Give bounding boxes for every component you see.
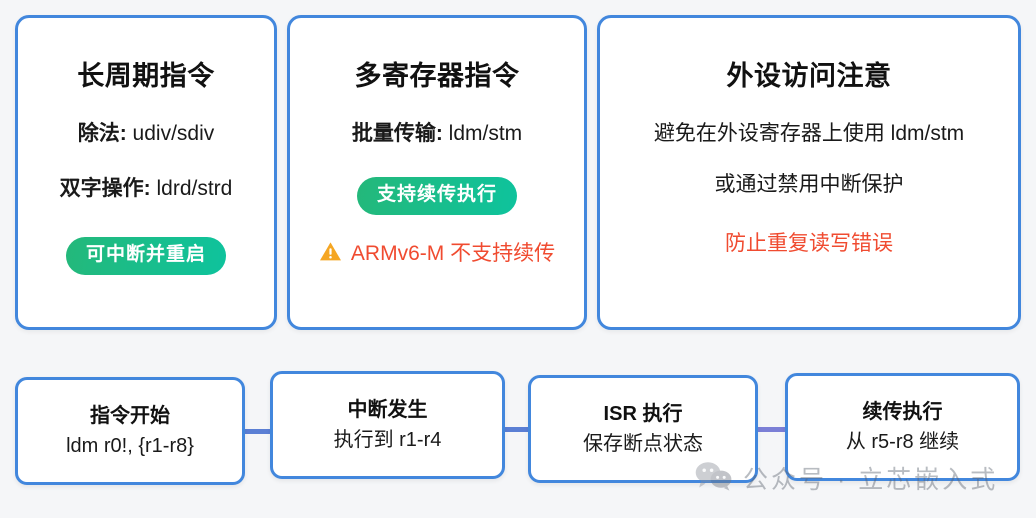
card-line: 避免在外设寄存器上使用 ldm/stm [653, 122, 965, 146]
flow-step-title: 中断发生 [347, 398, 428, 421]
card-long-cycle-instructions: 长周期指令 除法: udiv/sdiv 双字操作: ldrd/strd 可中断并… [15, 15, 277, 330]
warning-row: ARMv6-M 不支持续传 [319, 241, 555, 267]
card-title: 外设访问注意 [726, 61, 892, 91]
flow-step-title: 续传执行 [862, 400, 943, 423]
card-line: 双字操作: ldrd/strd [60, 175, 233, 203]
flow-step-detail: 执行到 r1-r4 [333, 428, 442, 451]
flow-step-title: 指令开始 [90, 404, 170, 427]
flow-step-detail: 保存断点状态 [583, 432, 703, 455]
flow-step-instruction-start: 指令开始 ldm r0!, {r1-r8} [15, 377, 245, 485]
flow-step-interrupt-occurs: 中断发生 执行到 r1-r4 [270, 371, 505, 479]
danger-text: 防止重复读写错误 [725, 232, 893, 256]
card-peripheral-access-notice: 外设访问注意 避免在外设寄存器上使用 ldm/stm 或通过禁用中断保护 防止重… [597, 15, 1021, 330]
status-badge-interruptible: 可中断并重启 [65, 237, 226, 275]
flow-step-title: ISR 执行 [603, 402, 683, 425]
card-title: 多寄存器指令 [354, 61, 520, 91]
flow-connector-1 [243, 429, 272, 434]
card-line-value: ldm/stm [442, 122, 523, 146]
status-badge-resumable: 支持续传执行 [356, 176, 517, 215]
card-line-label: 批量传输: [351, 122, 443, 146]
card-line: 批量传输: ldm/stm [352, 120, 522, 148]
card-line: 或通过禁用中断保护 [714, 172, 904, 196]
card-multi-register-instructions: 多寄存器指令 批量传输: ldm/stm 支持续传执行 ARMv6-M 不支持续… [287, 15, 587, 330]
flow-step-isr-execution: ISR 执行 保存断点状态 [528, 375, 758, 483]
card-line-label: 双字操作: [59, 176, 151, 200]
flow-step-detail: 从 r5-r8 继续 [845, 430, 960, 453]
card-line-value: udiv/sdiv [126, 122, 215, 146]
warning-triangle-icon [319, 241, 342, 267]
card-line-value: ldrd/strd [150, 176, 233, 200]
card-line: 除法: udiv/sdiv [78, 120, 215, 148]
card-title: 长周期指令 [77, 61, 215, 91]
flow-step-resume-execution: 续传执行 从 r5-r8 继续 [785, 373, 1020, 481]
flow-connector-3 [756, 427, 787, 432]
flow-step-detail: ldm r0!, {r1-r8} [66, 434, 194, 457]
flow-connector-2 [503, 427, 530, 432]
card-line-label: 除法: [77, 122, 127, 146]
warning-text: ARMv6-M 不支持续传 [350, 242, 556, 266]
